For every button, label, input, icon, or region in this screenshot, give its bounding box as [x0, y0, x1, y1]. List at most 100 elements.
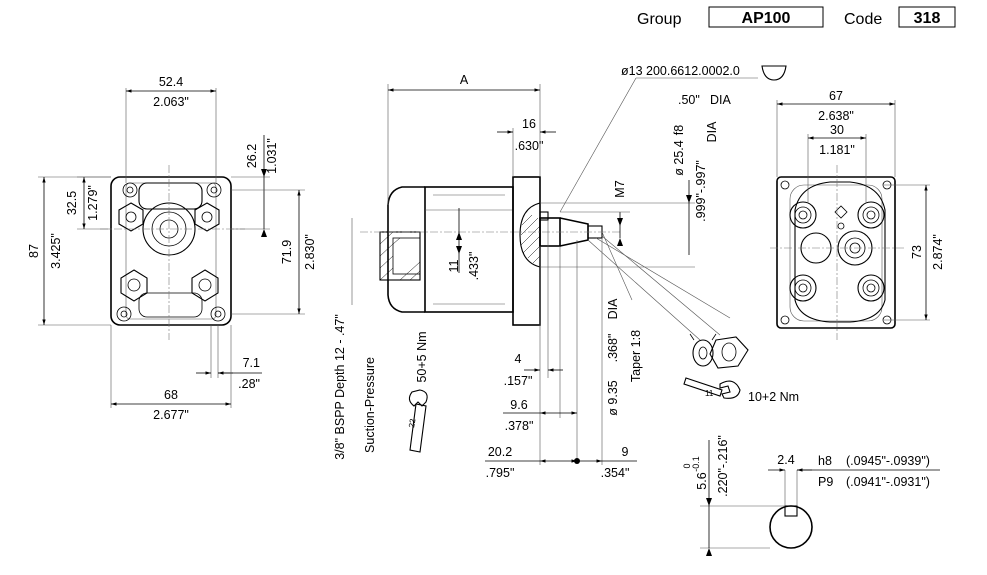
dim-shaft-dia-label: DIA	[606, 298, 620, 320]
port-type-label: Suction-Pressure	[363, 357, 377, 453]
dim-side-length: A	[460, 73, 469, 87]
front-bolt-tl	[122, 182, 138, 198]
dim-front-base-mm: 68	[164, 388, 178, 402]
port-torque-label: 50+5 Nm	[415, 331, 429, 382]
key-fit-p9: P9	[818, 475, 833, 489]
dim-shaft-step-in: .157"	[504, 374, 533, 388]
front-top-port	[138, 182, 203, 210]
dim-shaft-step-mm: 4	[515, 352, 522, 366]
nut-icon	[709, 336, 749, 369]
wrench-icon: 22	[407, 389, 428, 453]
key-fit-h8: h8	[818, 454, 832, 468]
pilot-dia: ø 25.4	[672, 140, 686, 175]
rear-bolt-br	[857, 274, 885, 302]
code-label: Code	[844, 11, 882, 28]
front-bolt-bl	[116, 306, 132, 322]
code-box	[898, 6, 956, 28]
key-height-mm: 5.6	[695, 472, 709, 489]
rear-body-outline	[776, 176, 896, 329]
front-bolt-br	[210, 306, 226, 322]
dim-key-len-mm: 9.6	[510, 398, 527, 412]
dim-side-boss-in: .433"	[467, 252, 481, 281]
rear-view: 67 2.638" 30 1.181" 73 2.874"	[770, 89, 945, 340]
key-width-mm: 2.4	[777, 453, 794, 467]
pilot-dia-label: DIA	[705, 121, 719, 143]
dim-shaft-len-in: .795"	[486, 466, 515, 480]
group-value: AP100	[742, 10, 791, 27]
dim-front-inner-height-in: 2.830"	[303, 234, 317, 270]
dim-front-width-in: 2.063"	[153, 95, 189, 109]
key-part-number: ø13 200.6612.0002.0	[621, 64, 740, 78]
dim-shaft-dia: ø 9.35	[606, 380, 620, 415]
dim-shaft-dia-in: .368"	[606, 334, 620, 363]
dim-key-len-in: .378"	[505, 419, 534, 433]
dim-shaft-len-mm: 20.2	[488, 445, 512, 459]
dim-front-offset-in: 1.031"	[265, 138, 279, 174]
port-wrench-size: 22	[407, 417, 418, 428]
keyway	[784, 505, 798, 517]
key-dia-label: DIA	[710, 93, 732, 107]
dim-side-flange-mm: 16	[522, 117, 536, 131]
front-bolt-tr	[206, 182, 222, 198]
dim-rear-height-mm: 73	[910, 245, 924, 259]
washer-icon	[689, 333, 717, 367]
dim-front-offset-mm: 26.2	[245, 144, 259, 168]
key-dia-in: .50"	[678, 93, 700, 107]
dim-rear-bolt-in: 1.181"	[819, 143, 855, 157]
dim-side-flange-in: .630"	[515, 139, 544, 153]
key-fit-p9-range: (.0941"-.0931")	[846, 475, 930, 489]
dim-rear-bolt-mm: 30	[830, 123, 844, 137]
side-pilot-section	[519, 202, 541, 268]
key-height-in: .220"-.216"	[716, 435, 730, 497]
dim-front-height-mm: 87	[27, 244, 41, 258]
code-value: 318	[914, 10, 941, 27]
front-bottom-port	[138, 292, 203, 318]
side-port-boss	[379, 231, 421, 281]
key-fit-h8-range: (.0945"-.0939")	[846, 454, 930, 468]
nut-wrench-icon: 11	[683, 377, 741, 399]
front-view: 52.4 2.063" 26.2 1.031" 32.5 1.279" 87 3…	[27, 75, 317, 422]
front-hex-nut-left	[118, 202, 144, 232]
taper-label: Taper 1:8	[629, 330, 643, 382]
rear-bolt-tl	[789, 201, 817, 229]
dim-rear-width-mm: 67	[829, 89, 843, 103]
header: Group AP100 Code 318	[637, 6, 956, 28]
front-hex-nut-lower-left	[120, 269, 148, 302]
rear-bolt-bl	[789, 274, 817, 302]
woodruff-key-icon	[761, 65, 787, 81]
port-thread-label: 3/8" BSPP Depth 12 - .47"	[333, 314, 347, 460]
group-label: Group	[637, 11, 682, 28]
key-height-tol-upper: 0	[682, 463, 692, 468]
nut-wrench-size: 11	[705, 389, 714, 398]
side-flange	[512, 176, 541, 326]
dim-front-base-in: 2.677"	[153, 408, 189, 422]
dim-front-port-mm: 32.5	[65, 191, 79, 215]
pilot-fit: f8	[672, 125, 686, 135]
dim-front-hole-mm: 7.1	[243, 356, 260, 370]
dim-front-port-in: 1.279"	[86, 185, 100, 221]
dim-rear-height-in: 2.874"	[931, 234, 945, 270]
dim-side-boss-mm: 11	[447, 259, 461, 272]
key-height-tol-lower: -0.1	[691, 456, 701, 472]
group-box	[708, 6, 824, 28]
side-rear-cover	[387, 186, 425, 313]
dim-front-inner-height-mm: 71.9	[280, 240, 294, 264]
rear-bolt-tr	[857, 201, 885, 229]
dim-taper-len-mm: 9	[622, 445, 629, 459]
front-hex-nut-lower-right	[191, 269, 219, 302]
dim-front-width-mm: 52.4	[159, 75, 183, 89]
dim-front-height-in: 3.425"	[49, 233, 63, 269]
pilot-dia-in: .999"-.997"	[694, 160, 708, 222]
side-body	[424, 186, 514, 313]
dim-taper-len-in: .354"	[601, 466, 630, 480]
nut-torque-label: 10+2 Nm	[748, 390, 799, 404]
side-view: A 16 .630" 11 .433" 3/8" BSPP Depth 12 -…	[333, 64, 799, 480]
front-hex-nut-right	[194, 202, 220, 232]
dim-rear-width-in: 2.638"	[818, 109, 854, 123]
front-body-outline	[110, 176, 232, 326]
thread-label: M7	[613, 180, 627, 197]
key-shaft-section	[769, 505, 813, 549]
key-detail: 2.4 h8 (.0945"-.0939") P9 (.0941"-.0931"…	[682, 435, 940, 556]
dim-front-hole-in: .28"	[238, 377, 260, 391]
